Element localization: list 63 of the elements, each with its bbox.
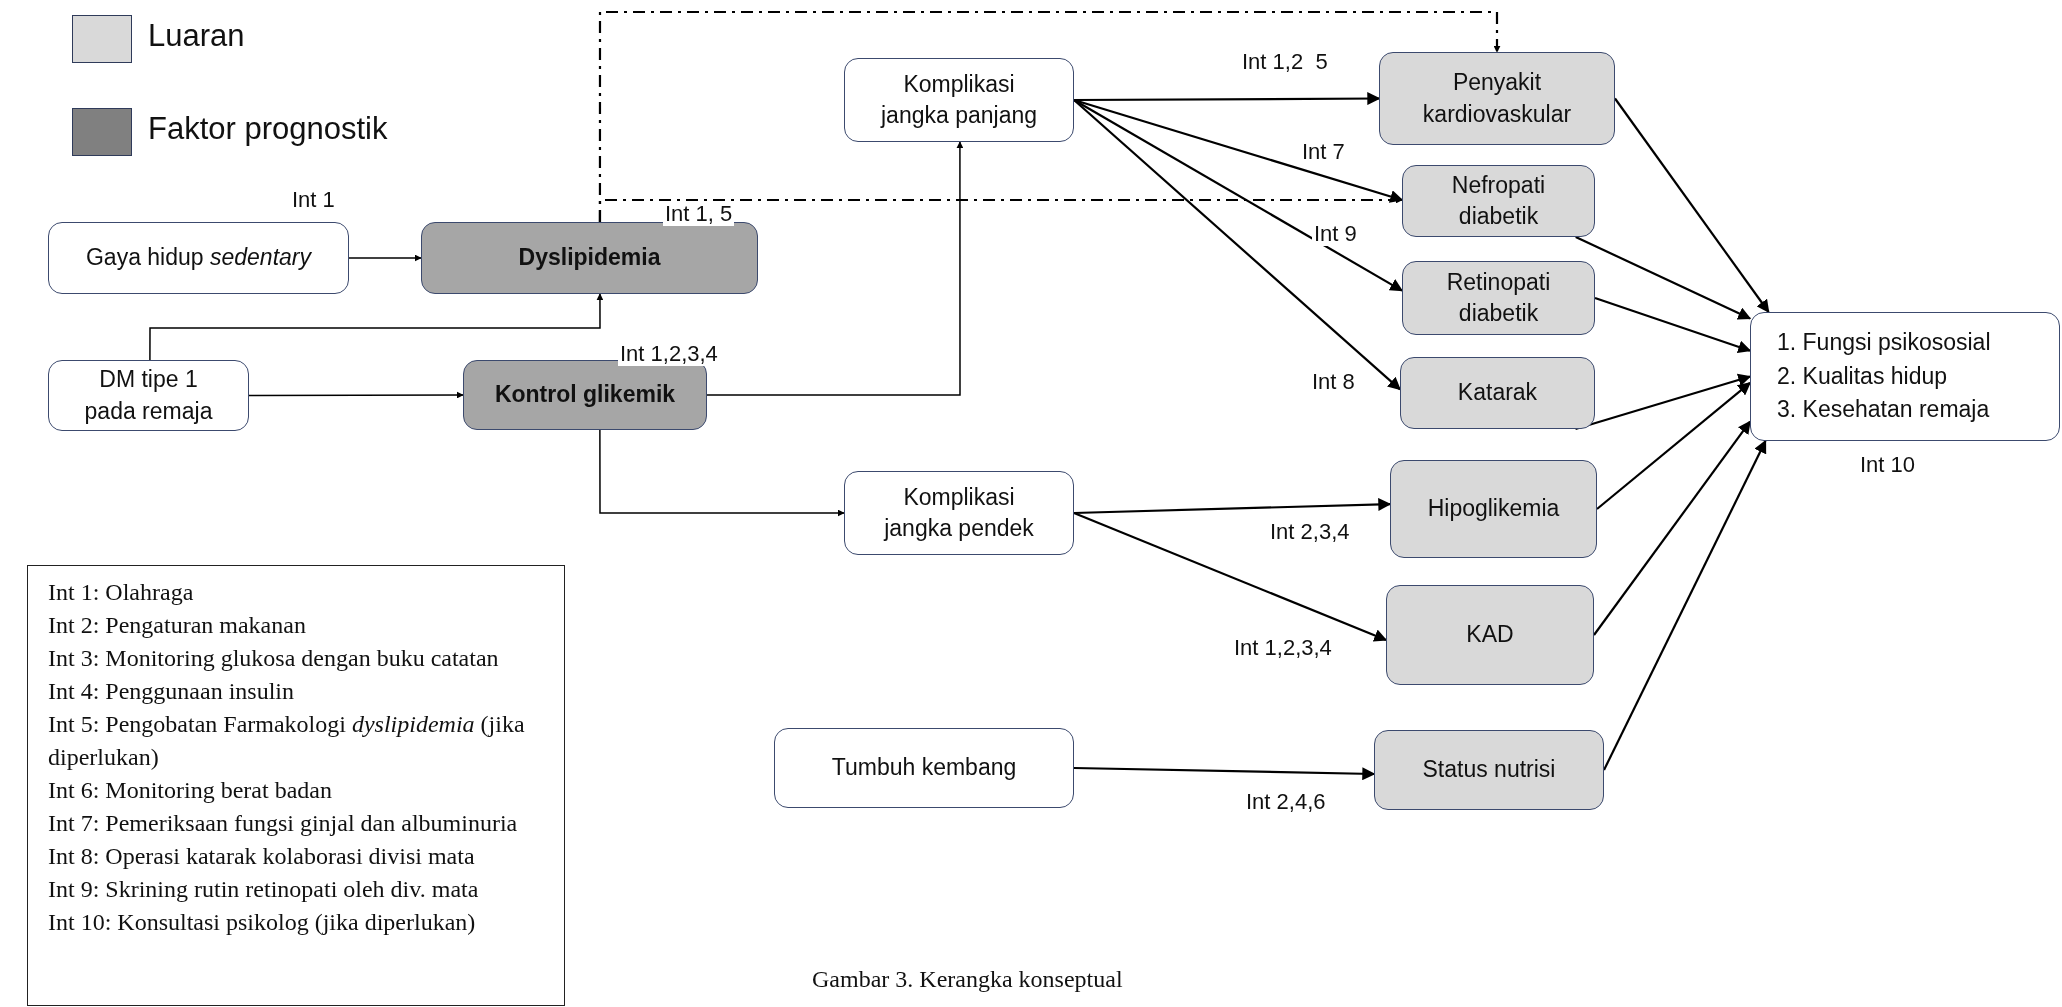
notes-box [27, 565, 565, 1006]
list-item: 2. Kualitas hidup [1777, 361, 1948, 391]
outcome-box [1402, 261, 1595, 335]
list-item: 1. Fungsi psikososial [1777, 328, 1991, 358]
process-box [774, 728, 1074, 808]
arrow [1593, 420, 1751, 636]
process-box [844, 471, 1074, 555]
arrow [599, 429, 845, 517]
note-text: Int 6: Monitoring berat badan [47, 776, 332, 805]
arrow [348, 254, 422, 262]
node-text: Kontrol glikemik [494, 380, 676, 410]
outcome-box [1379, 52, 1615, 145]
note-text: Int 7: Pemeriksaan fungsi ginjal dan albuminuria [47, 809, 518, 838]
note-text: Int 1: Olahraga [47, 578, 194, 607]
node-text: Tumbuh kembang [831, 753, 1017, 783]
node-text: Nefropati diabetik [1450, 170, 1547, 231]
node-text: Komplikasi jangka panjang [879, 69, 1038, 130]
node-text: Komplikasi jangka pendek [882, 482, 1035, 543]
note-text: Int 2: Pengaturan makanan [47, 611, 306, 640]
process-box [48, 360, 249, 431]
node-text: Penyakit kardiovaskular [1421, 68, 1573, 129]
prognostic-factor-box [421, 222, 758, 294]
arrow [706, 141, 964, 396]
outcome-box [1402, 165, 1595, 237]
node-text: KAD [1466, 620, 1514, 650]
caption: Gambar 3. Kerangka konseptual [812, 966, 1123, 993]
note-text: Int 4: Penggunaan insulin [47, 677, 294, 706]
process-box [48, 222, 349, 294]
arrow [1603, 439, 1767, 771]
outcome-box [1374, 730, 1604, 810]
dashed-arrow [598, 196, 1403, 222]
node-text: DM tipe 1 pada remaja [83, 365, 214, 426]
node-text: Dyslipidemia [518, 243, 661, 273]
arrow [1073, 512, 1388, 642]
outcome-list-box [1750, 312, 2060, 441]
legend-label: Luaran [148, 18, 245, 54]
note-text: Int 10: Konsultasi psikolog (jika diperlukan) [47, 908, 476, 937]
outcome-box [1386, 585, 1594, 685]
outcome-box [1390, 460, 1597, 558]
arrow [1073, 99, 1404, 292]
arrow [1594, 296, 1752, 354]
node-text: Gaya hidup sedentary [85, 243, 311, 273]
node-text: Katarak [1457, 378, 1538, 408]
note-text: Int 8: Operasi katarak kolaborasi divisi mata [47, 842, 475, 871]
note-text: Int 3: Monitoring glukosa dengan buku catatan [47, 644, 499, 673]
list-item: 3. Kesehatan remaja [1777, 395, 1990, 425]
note-text: Int 9: Skrining rutin retinopati oleh div. mata [47, 875, 479, 904]
arrow [1614, 97, 1770, 314]
node-text: Hipoglikemia [1427, 494, 1560, 524]
note-text: Int 5: Pengobatan Farmakologi dyslipidemia (jika diperlukan) [47, 710, 526, 772]
arrow [149, 293, 604, 361]
node-text: Retinopati diabetik [1445, 267, 1552, 328]
arrow [1074, 92, 1381, 106]
arrow [1596, 382, 1751, 510]
legend-label: Faktor prognostik [148, 111, 388, 147]
process-box [844, 58, 1074, 142]
node-text: Status nutrisi [1422, 755, 1556, 785]
arrow [1073, 766, 1376, 781]
arrow [1073, 497, 1392, 515]
outcome-box [1400, 357, 1595, 429]
arrow [1073, 99, 1401, 391]
arrow [248, 391, 464, 399]
arrow [1575, 236, 1752, 320]
